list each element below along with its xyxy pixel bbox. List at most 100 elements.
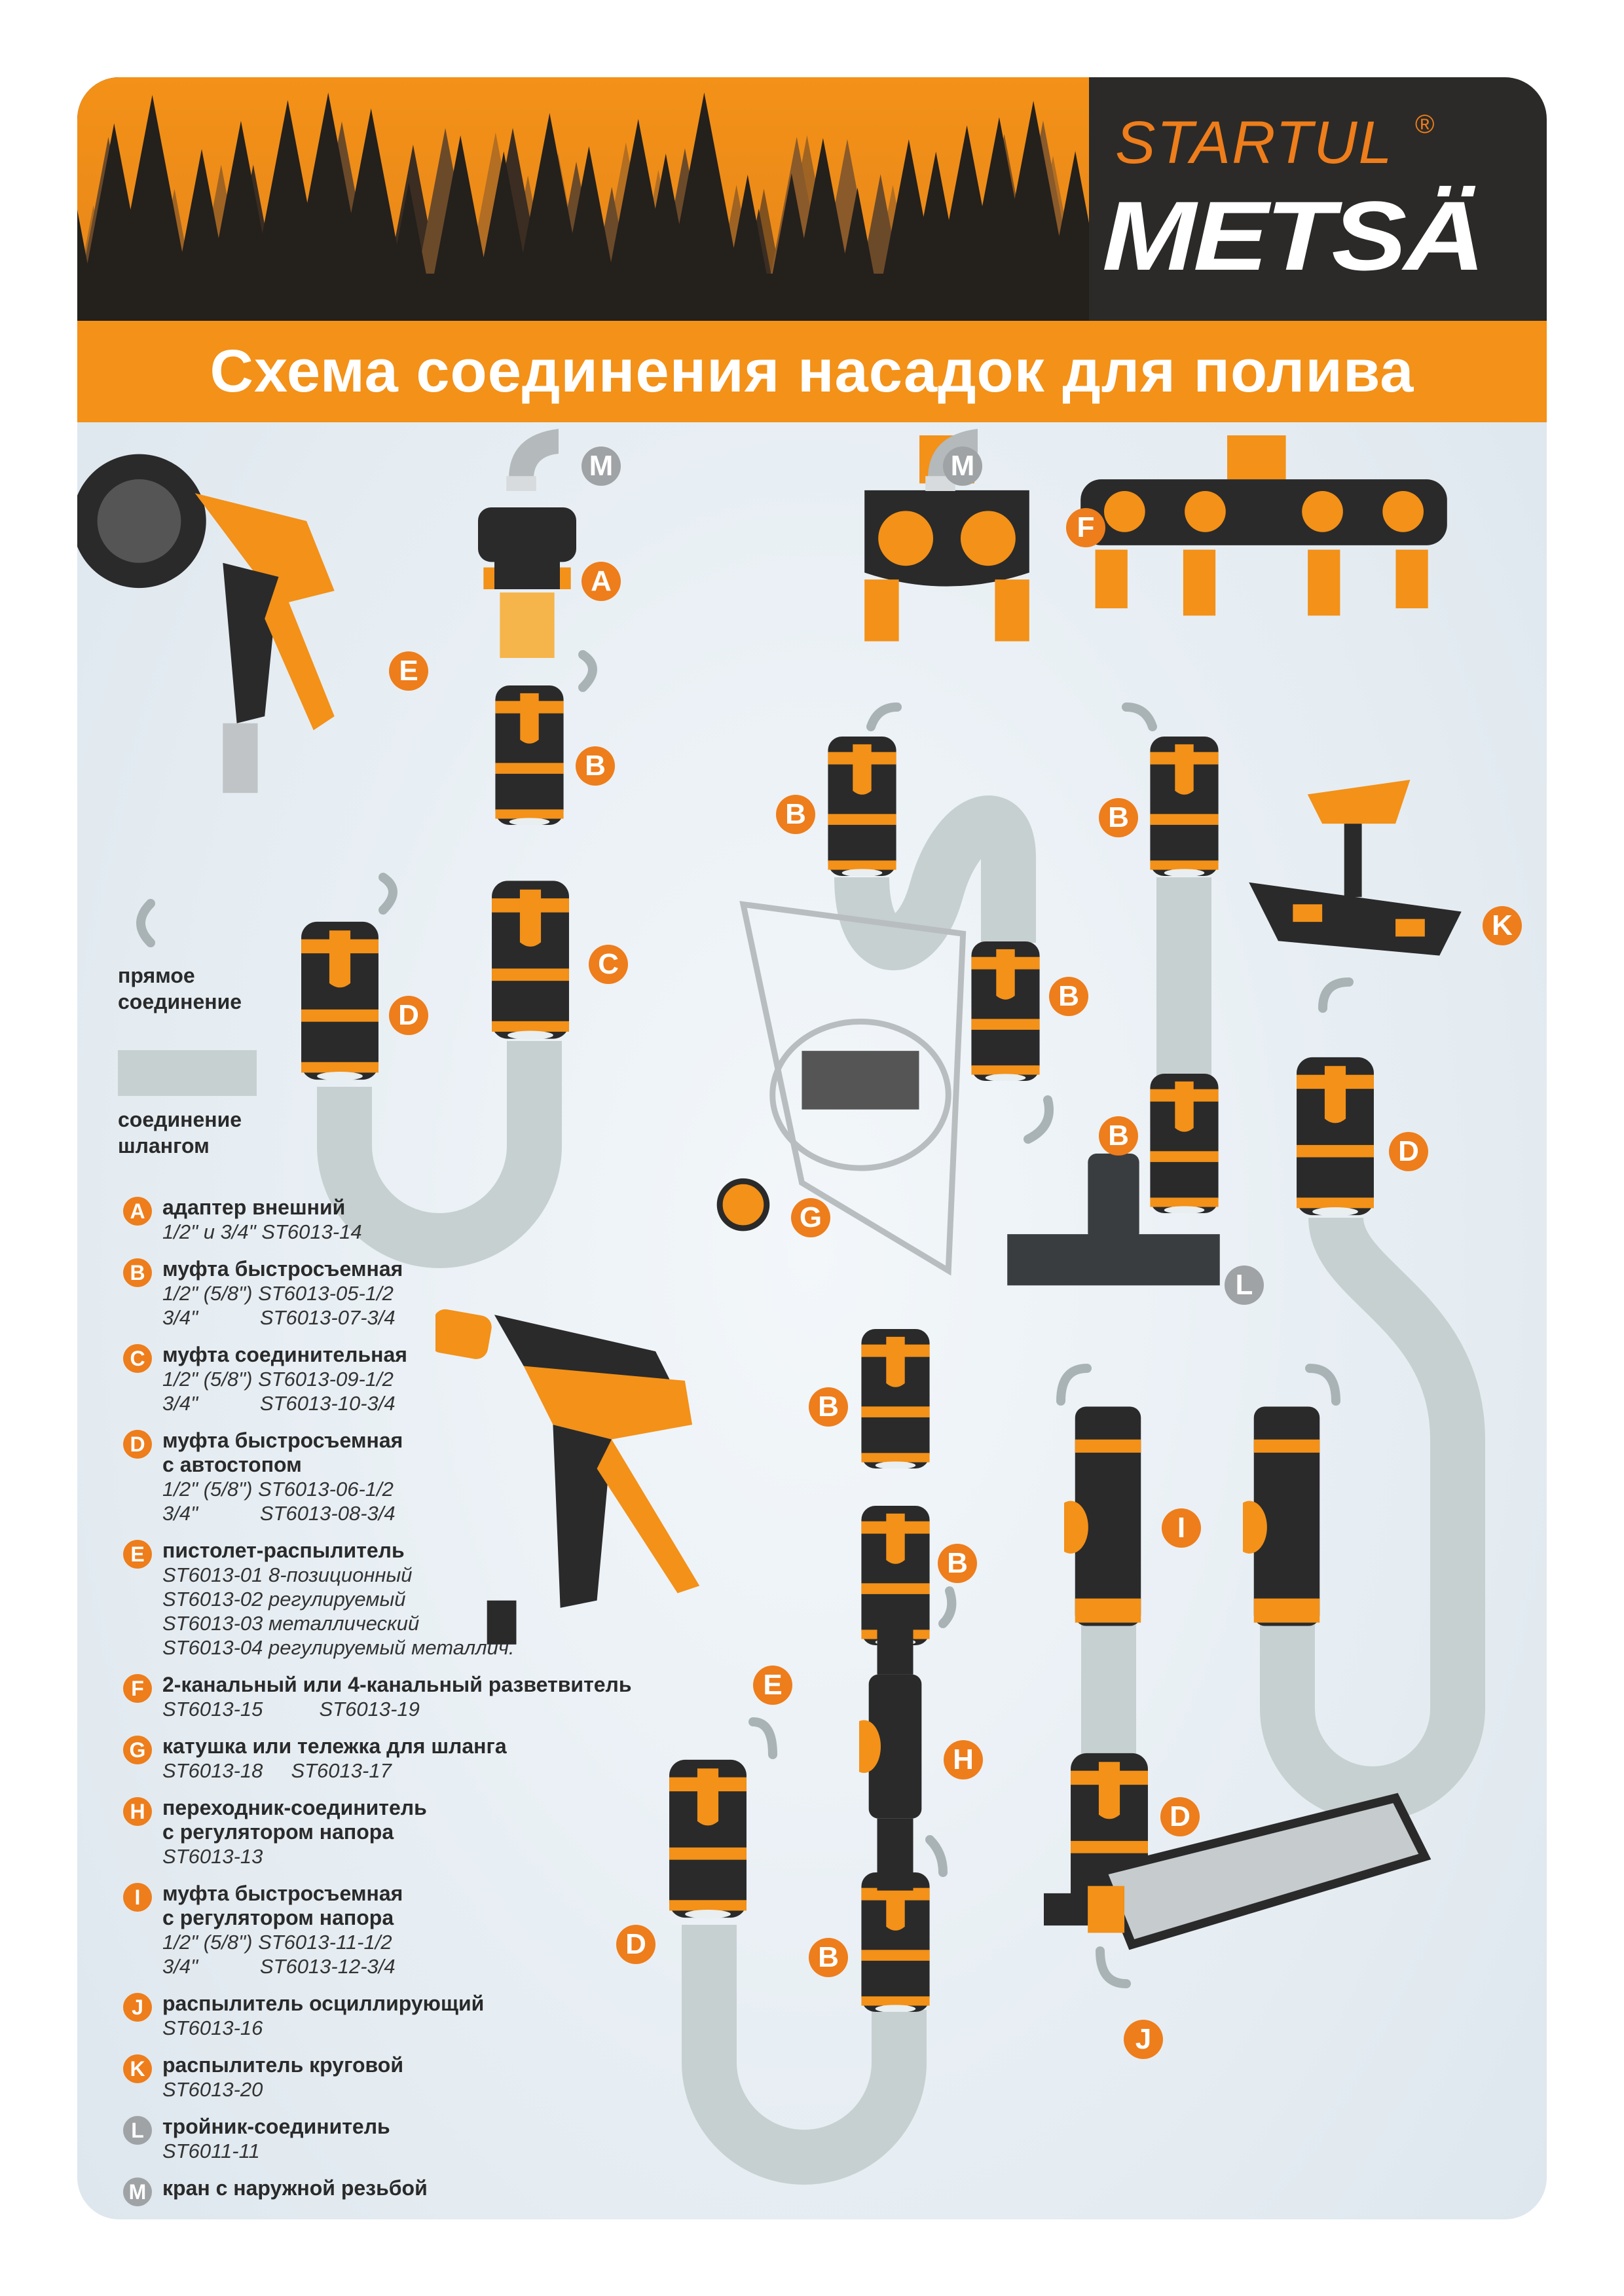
badge-b: B	[1099, 798, 1138, 837]
coupler-b	[1144, 1074, 1225, 1213]
coupler-b	[965, 941, 1046, 1081]
badge-g: G	[791, 1198, 830, 1237]
badge-d: D	[123, 1430, 152, 1459]
badge-c: C	[589, 945, 628, 984]
arrow-icon	[938, 1586, 957, 1628]
legend-item: H переходник-соединитель с регулятором н…	[123, 1796, 752, 1868]
badge-k: K	[1483, 906, 1522, 945]
coupler-i-regulator	[1064, 1406, 1152, 1626]
coupler-d-autostop	[1291, 1052, 1379, 1220]
hose-swatch	[118, 1050, 257, 1096]
legend-title: катушка или тележка для шланга	[162, 1734, 507, 1758]
badge-j: J	[123, 1993, 152, 2022]
splitter-4-way	[1080, 435, 1447, 626]
legend-title: 2-канальный или 4-канальный разветвитель	[162, 1673, 632, 1696]
coupler-i-regulator	[1243, 1406, 1331, 1626]
badge-b: B	[938, 1544, 977, 1583]
badge-a: A	[581, 562, 621, 601]
hose-lines	[136, 650, 1485, 2185]
coupler-d-autostop	[664, 1755, 752, 1923]
arrow-icon	[1305, 1364, 1340, 1406]
badge-f: F	[123, 1674, 152, 1703]
note-direct-connection: прямое соединение	[118, 964, 242, 1013]
badge-d: D	[616, 1925, 655, 1964]
tee-connector	[1000, 1154, 1227, 1307]
coupler-b	[855, 1872, 936, 2012]
coupler-c-connector	[487, 879, 574, 1040]
badge-m: M	[123, 2178, 152, 2206]
legend-title: муфта быстросъемная с автостопом	[162, 1429, 403, 1476]
legend-codes: 1/2" (5/8") ST6013-06-1/2 3/4" ST6013-08…	[162, 1478, 396, 1525]
brand-startul: STARTUL	[1115, 109, 1393, 176]
legend-codes: ST6011-11	[162, 2140, 260, 2162]
title-band: Схема соединения насадок для полива	[77, 321, 1547, 422]
badge-j: J	[1124, 2020, 1163, 2059]
legend-title: адаптер внешний	[162, 1195, 346, 1219]
legend-codes: ST6013-20	[162, 2078, 263, 2101]
faucet	[498, 429, 570, 491]
badge-b: B	[1049, 977, 1088, 1016]
legend-title: муфта быстросъемная с регулятором напора	[162, 1882, 403, 1929]
oscillating-sprinkler	[1044, 1783, 1432, 1974]
registered-mark: ®	[1415, 110, 1435, 139]
legend-title: распылитель круговой	[162, 2053, 404, 2077]
badge-e: E	[753, 1666, 792, 1705]
badge-a: A	[123, 1197, 152, 1226]
legend-codes: ST6013-18 ST6013-17	[162, 1759, 392, 1782]
legend-title: муфта соединительная	[162, 1343, 407, 1366]
legend-item: D муфта быстросъемная с автостопом 1/2" …	[123, 1429, 752, 1525]
badge-m: M	[581, 446, 621, 486]
arrow-icon	[378, 873, 397, 915]
badge-k: K	[123, 2054, 152, 2083]
arrow-icon	[1122, 702, 1157, 731]
legend-item: K распылитель круговой ST6013-20	[123, 2053, 752, 2102]
coupler-b	[822, 737, 902, 876]
badge-e: E	[123, 1540, 152, 1569]
arrow-icon	[578, 650, 597, 692]
note-hose-connection: соединение шлангом	[118, 1108, 242, 1157]
legend-title: распылитель осциллирующий	[162, 1992, 485, 2015]
legend-item: F 2-канальный или 4-канальный разветвите…	[123, 1673, 752, 1721]
coupler-d-autostop	[296, 917, 384, 1085]
spray-gun-8-position	[77, 428, 348, 809]
arrow-icon	[136, 899, 155, 947]
arrow-icon	[748, 1717, 777, 1759]
badge-l: L	[123, 2116, 152, 2145]
arrow-icon	[1318, 977, 1354, 1013]
badge-l: L	[1225, 1266, 1264, 1305]
badge-d: D	[1160, 1797, 1200, 1836]
badge-h: H	[123, 1797, 152, 1826]
poster-card: STARTUL ® METSÄ Схема соединения насадок…	[77, 77, 1547, 2219]
brand-logo: STARTUL ® METSÄ	[1102, 110, 1521, 300]
hose-cart	[714, 890, 970, 1278]
page-title: Схема соединения насадок для полива	[210, 338, 1414, 405]
badge-f: F	[1066, 508, 1105, 547]
badge-d: D	[389, 996, 428, 1035]
circular-sprinkler	[1249, 780, 1462, 970]
splitter-2-way	[843, 435, 1051, 648]
legend-title: кран с наружной резьбой	[162, 2176, 428, 2200]
legend-title: пистолет-распылитель	[162, 1539, 405, 1562]
legend-item: M кран с наружной резьбой	[123, 2176, 752, 2206]
badge-m: M	[943, 446, 982, 486]
arrow-icon	[1056, 1364, 1092, 1406]
legend-codes: 1/2" и 3/4" ST6013-14	[162, 1220, 362, 1243]
badge-e: E	[389, 651, 428, 691]
coupler-a-adapter	[471, 507, 583, 671]
coupler-b	[855, 1329, 936, 1468]
brand-metsa: METSÄ	[1102, 181, 1485, 291]
arrow-icon	[925, 1835, 948, 1877]
badge-b: B	[809, 1387, 848, 1427]
legend-item: I муфта быстросъемная с регулятором напо…	[123, 1882, 752, 1978]
badge-i: I	[1162, 1508, 1201, 1548]
legend-title: переходник-соединитель с регулятором нап…	[162, 1796, 427, 1844]
legend-item: E пистолет-распылитель ST6013-01 8-позиц…	[123, 1539, 752, 1660]
legend-codes: 1/2" (5/8") ST6013-09-1/2 3/4" ST6013-10…	[162, 1368, 396, 1415]
arrow-icon	[1024, 1095, 1054, 1144]
badge-b: B	[776, 795, 815, 834]
pressure-adapter-h	[859, 1621, 931, 1896]
badge-h: H	[944, 1740, 983, 1779]
arrow-icon	[1096, 1946, 1131, 1988]
badge-c: C	[123, 1344, 152, 1373]
